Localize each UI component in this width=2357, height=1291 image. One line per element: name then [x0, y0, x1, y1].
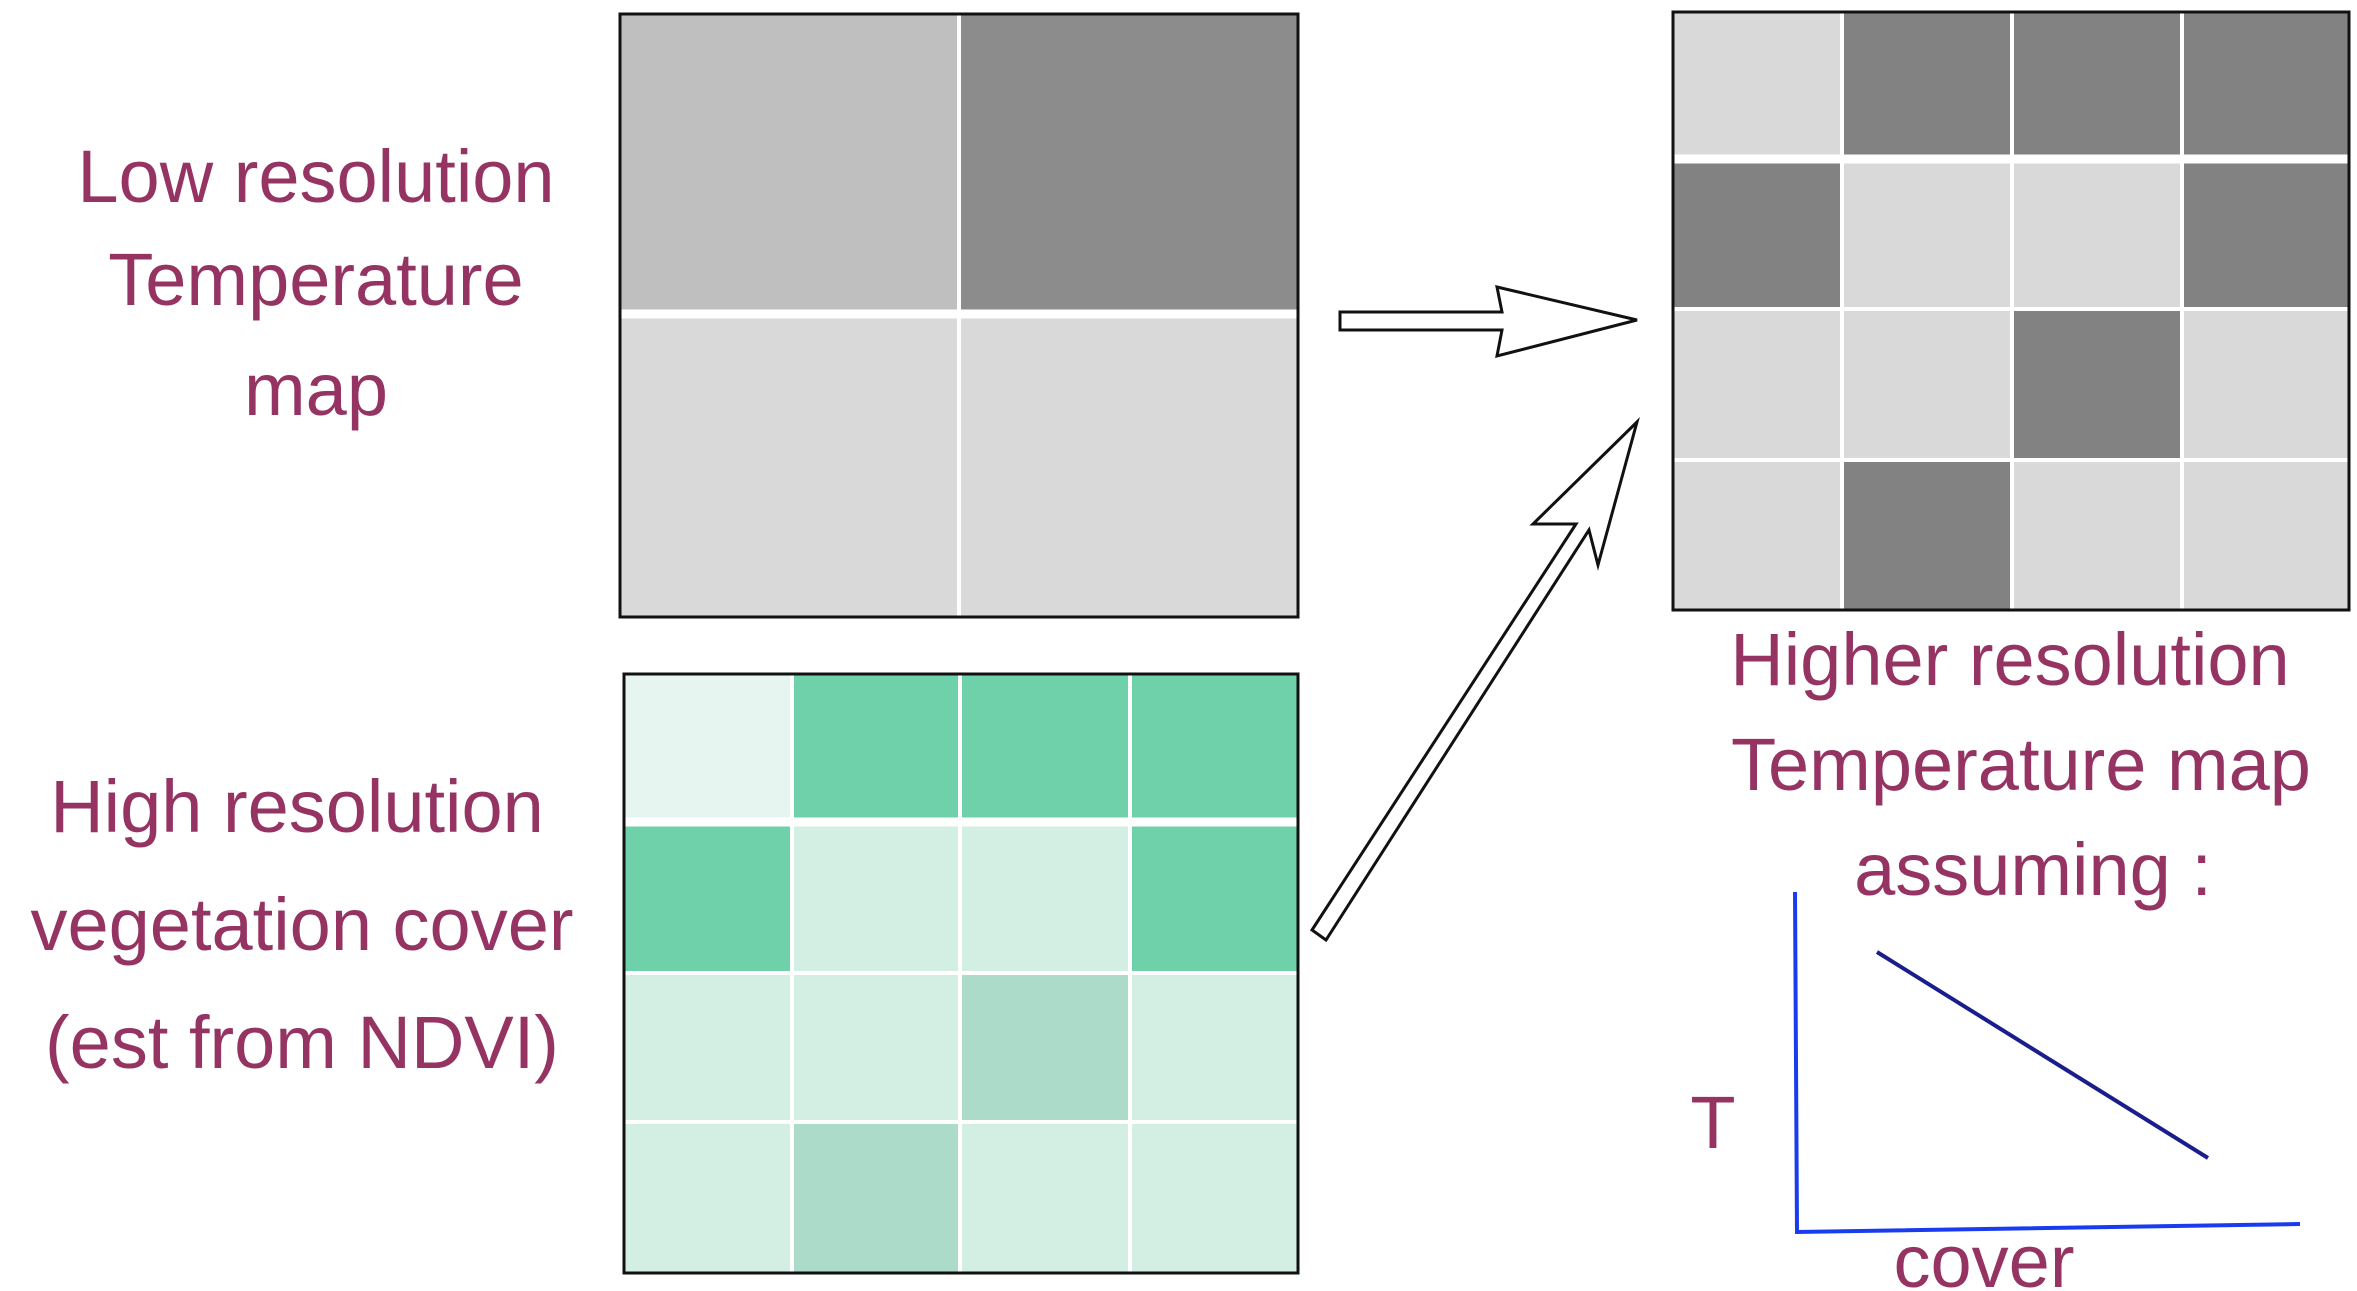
- grid-border: [622, 672, 1300, 1275]
- temp-cell: [2012, 309, 2182, 460]
- vegetation-label-line: vegetation cover: [30, 883, 573, 966]
- higher-res-temperature-grid: [1671, 10, 2351, 612]
- low-res-cell: [959, 310, 1298, 617]
- veg-cell: [1130, 674, 1298, 818]
- temp-cell: [2012, 12, 2182, 156]
- low-res-temperature-grid: [618, 12, 1300, 619]
- veg-cell: [792, 818, 960, 973]
- grid-border: [1671, 10, 2351, 612]
- diagonal-arrow-icon: [1309, 417, 1640, 943]
- temp-cell: [1673, 460, 1842, 610]
- low-res-label: Low resolution Temperature map: [77, 135, 554, 431]
- low-res-label-line: Temperature: [108, 238, 523, 321]
- grid-border: [618, 12, 1300, 619]
- temp-cell: [1842, 156, 2012, 309]
- inset-plot-axes: [1793, 891, 2301, 1235]
- veg-cell: [1130, 818, 1298, 973]
- low-res-cell: [959, 14, 1298, 310]
- temp-cell: [1842, 309, 2012, 460]
- veg-cell: [624, 818, 792, 973]
- temp-cell: [1673, 309, 1842, 460]
- higher-res-label-line: assuming :: [1854, 828, 2212, 911]
- low-res-cell: [620, 14, 959, 310]
- right-arrow-icon: [1338, 285, 1638, 359]
- temp-cell: [1673, 156, 1842, 309]
- veg-cell: [1130, 1122, 1298, 1273]
- veg-cell: [960, 1122, 1130, 1273]
- veg-cell: [792, 973, 960, 1122]
- temp-cell: [2012, 460, 2182, 610]
- veg-cell: [960, 674, 1130, 818]
- high-res-vegetation-label: High resolution vegetation cover (est fr…: [30, 765, 573, 1084]
- temp-cell: [2182, 309, 2349, 460]
- veg-cell: [960, 818, 1130, 973]
- veg-cell: [624, 973, 792, 1122]
- high-res-vegetation-grid: [622, 672, 1300, 1275]
- temp-cell: [1842, 12, 2012, 156]
- higher-res-label: Higher resolution Temperature map assumi…: [1730, 618, 2311, 911]
- higher-res-label-line: Temperature map: [1731, 723, 2311, 806]
- temp-cell: [2182, 156, 2349, 309]
- veg-cell: [624, 1122, 792, 1273]
- low-res-label-line: Low resolution: [77, 135, 554, 218]
- veg-cell: [1130, 973, 1298, 1122]
- veg-cell: [624, 674, 792, 818]
- inset-plot-y-label: T: [1690, 1081, 1735, 1164]
- inset-plot: T cover: [1690, 891, 2301, 1291]
- vegetation-label-line: (est from NDVI): [45, 1001, 559, 1084]
- higher-res-label-line: Higher resolution: [1730, 618, 2289, 701]
- vegetation-label-line: High resolution: [50, 765, 544, 848]
- temp-cell: [2012, 156, 2182, 309]
- temp-cell: [1673, 12, 1842, 156]
- temp-cell: [2182, 460, 2349, 610]
- veg-cell: [792, 1122, 960, 1273]
- temp-cell: [1842, 460, 2012, 610]
- inset-plot-trend-line: [1875, 950, 2210, 1160]
- temp-cell: [2182, 12, 2349, 156]
- veg-cell: [792, 674, 960, 818]
- inset-plot-x-label: cover: [1894, 1220, 2075, 1291]
- veg-cell: [960, 973, 1130, 1122]
- low-res-label-line: map: [244, 348, 388, 431]
- low-res-cell: [620, 310, 959, 617]
